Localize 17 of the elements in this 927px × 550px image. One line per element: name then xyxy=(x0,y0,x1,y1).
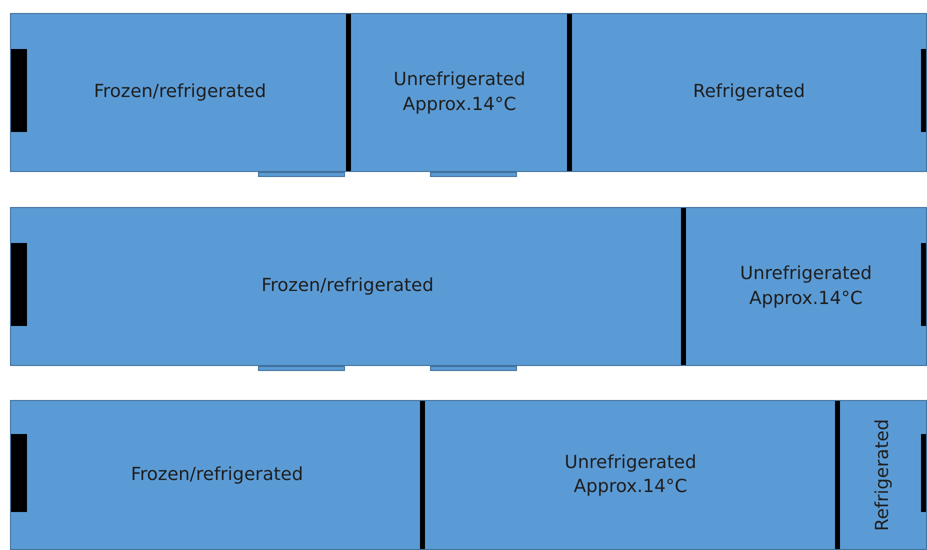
compartment-label: Refrigerated xyxy=(870,419,894,531)
door-mark xyxy=(11,434,27,512)
compartment-label: Unrefrigerated Approx.14°C xyxy=(392,68,526,116)
door-mark xyxy=(11,49,27,132)
door-mark xyxy=(921,49,926,132)
trailer-body xyxy=(10,13,927,172)
door-mark xyxy=(921,434,926,512)
compartment-label: Unrefrigerated Approx.14°C xyxy=(739,262,873,310)
door-mark xyxy=(921,243,926,326)
compartment-label: Unrefrigerated Approx.14°C xyxy=(564,450,698,499)
door-mark xyxy=(11,243,27,326)
compartment-label: Frozen/refrigerated xyxy=(130,462,304,487)
trailer-body xyxy=(10,400,927,550)
compartment-label: Frozen/refrigerated xyxy=(94,80,266,104)
compartment-label: Frozen/refrigerated xyxy=(261,274,434,298)
trailer-body xyxy=(10,207,927,366)
compartment-label: Refrigerated xyxy=(693,80,805,104)
